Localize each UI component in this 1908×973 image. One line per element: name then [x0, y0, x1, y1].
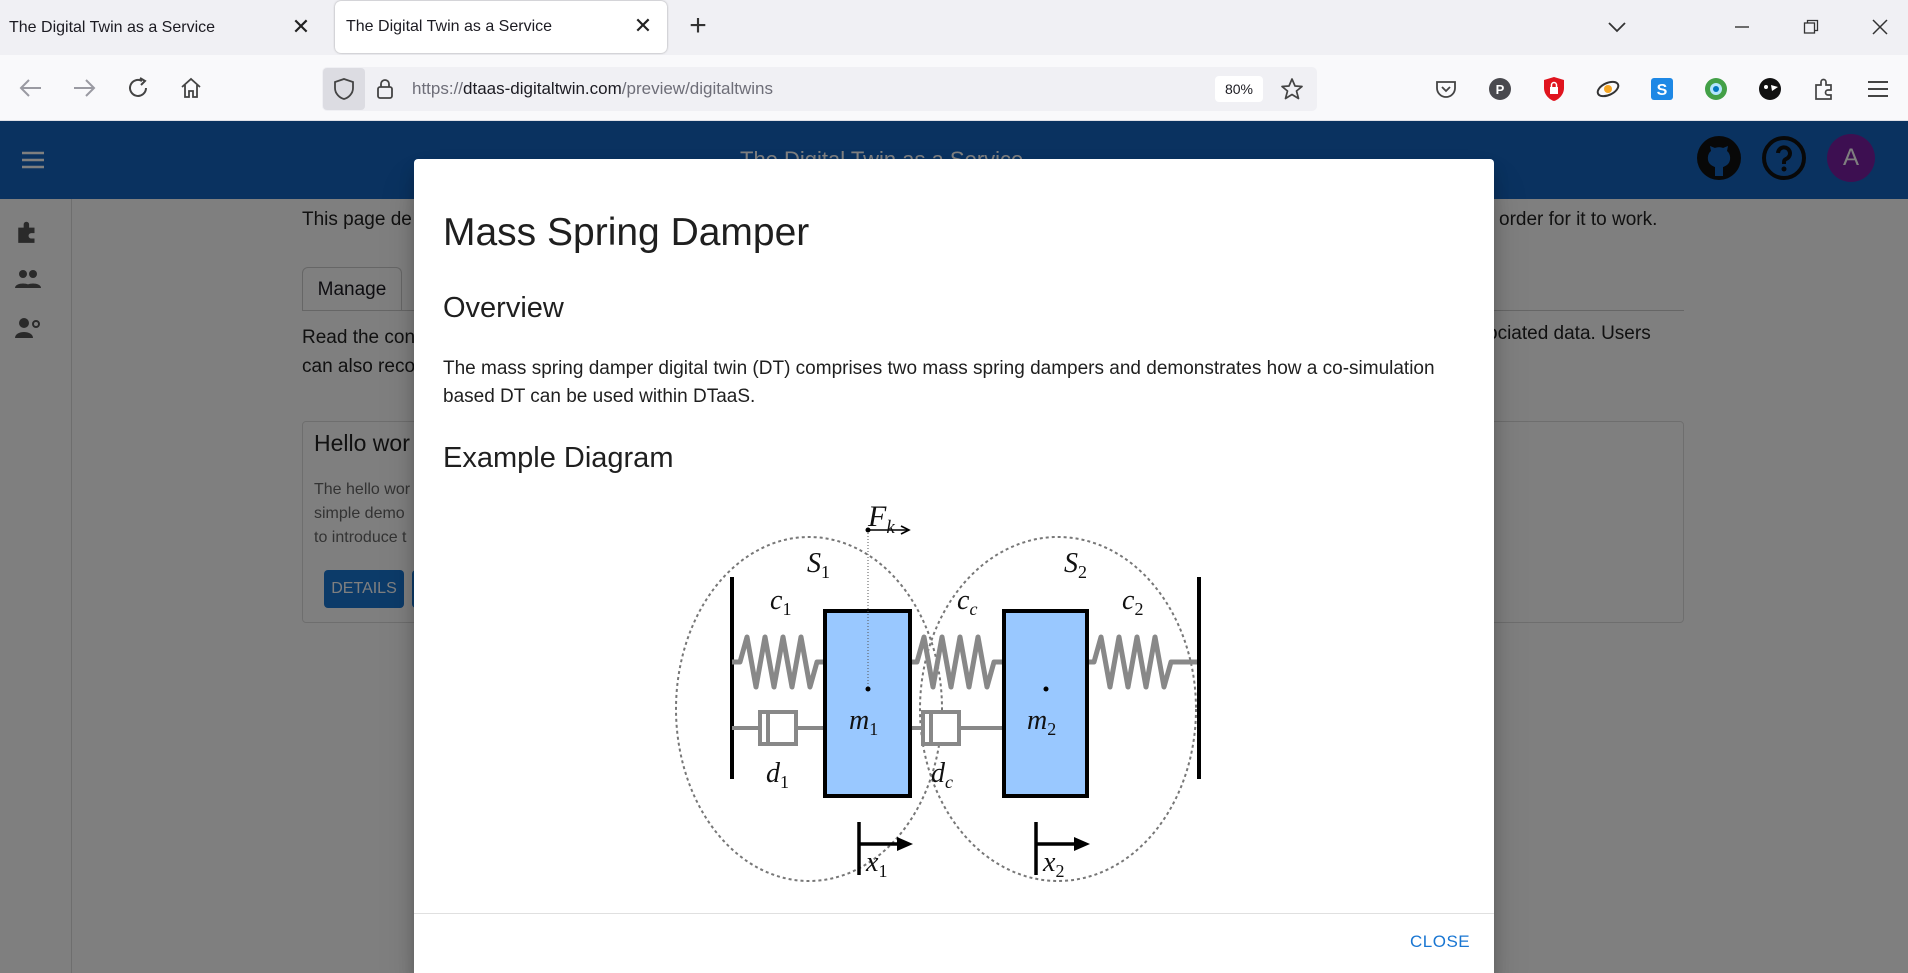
displacement-x2-arrow	[1034, 822, 1090, 875]
close-window-icon[interactable]	[1865, 12, 1895, 42]
browser-tab-2-active[interactable]: The Digital Twin as a Service ✕	[335, 1, 667, 53]
spring-cc	[910, 634, 1004, 690]
pocket-icon[interactable]	[1432, 75, 1460, 103]
force-arrowhead	[900, 525, 911, 535]
damper-d1	[732, 710, 825, 746]
force-origin	[865, 527, 871, 533]
s1-label: S1	[807, 548, 830, 582]
dialog-title: Mass Spring Damper	[443, 211, 810, 254]
globe-extension-icon[interactable]	[1702, 75, 1730, 103]
tab-title: The Digital Twin as a Service	[9, 18, 216, 36]
p-extension-icon[interactable]: P	[1486, 75, 1514, 103]
app-menu-icon[interactable]	[1864, 75, 1892, 103]
mass-m1-center	[865, 686, 871, 692]
url-bar[interactable]: https://dtaas-digitaltwin.com/preview/di…	[322, 67, 1317, 111]
minimize-window-icon[interactable]	[1727, 12, 1757, 42]
browser-tab-bar: The Digital Twin as a Service ✕ The Digi…	[0, 0, 1908, 55]
force-label: Fk	[867, 500, 895, 538]
m2-label: m2	[1027, 705, 1056, 739]
c2-label: c2	[1122, 585, 1143, 619]
url-path: /preview/digitaltwins	[621, 79, 773, 98]
bear-extension-icon[interactable]	[1756, 75, 1784, 103]
subsystem-s1-boundary	[675, 536, 943, 882]
extensions-puzzle-icon[interactable]	[1810, 75, 1838, 103]
s2-label: S2	[1064, 548, 1087, 582]
svg-text:P: P	[1496, 82, 1505, 97]
mass-spring-damper-diagram: Fk S1 S2 c1 cc c2 m1 m2 d1 dc x1 x2	[675, 500, 1201, 882]
browser-tab-1[interactable]: The Digital Twin as a Service ✕	[0, 0, 325, 55]
close-tab-icon[interactable]: ✕	[291, 14, 311, 39]
lock-icon[interactable]	[372, 76, 398, 102]
s-extension-icon[interactable]: S	[1648, 75, 1676, 103]
x1-label: x1	[865, 847, 887, 881]
restore-window-icon[interactable]	[1796, 12, 1826, 42]
damper-dc	[910, 710, 1004, 746]
zoom-level-badge[interactable]: 80%	[1215, 76, 1263, 102]
m1-label: m1	[849, 705, 878, 739]
spring-c2	[1087, 634, 1197, 690]
example-diagram-heading: Example Diagram	[443, 442, 674, 474]
dc-label: dc	[931, 758, 953, 792]
home-icon[interactable]	[176, 73, 206, 103]
spring-c1	[732, 634, 825, 690]
overview-text: The mass spring damper digital twin (DT)…	[443, 358, 1435, 407]
cc-label: cc	[957, 585, 977, 619]
back-arrow-icon[interactable]	[16, 73, 46, 103]
subsystem-s2-boundary	[919, 536, 1197, 882]
displacement-x1-arrow	[857, 822, 913, 875]
bookmark-star-icon[interactable]	[1277, 74, 1307, 104]
url-domain: dtaas-digitaltwin.com	[463, 79, 622, 98]
close-button[interactable]: CLOSE	[1410, 932, 1471, 951]
mass-m2-center	[1043, 686, 1049, 692]
details-dialog: Mass Spring Damper Overview The mass spr…	[414, 159, 1494, 973]
reload-icon[interactable]	[123, 73, 153, 103]
mass-m2	[1002, 609, 1089, 798]
overview-heading: Overview	[443, 292, 564, 324]
c1-label: c1	[770, 585, 791, 619]
d1-label: d1	[766, 758, 789, 792]
shield-extension-icon[interactable]	[1540, 75, 1568, 103]
rocket-extension-icon[interactable]	[1594, 75, 1622, 103]
new-tab-button[interactable]: +	[689, 9, 707, 42]
forward-arrow-icon[interactable]	[69, 73, 99, 103]
close-tab-icon[interactable]: ✕	[633, 13, 653, 38]
list-all-tabs-icon[interactable]	[1602, 12, 1632, 42]
url-text[interactable]: https://dtaas-digitaltwin.com/preview/di…	[412, 79, 773, 99]
tracking-protection-shield-icon[interactable]	[323, 68, 365, 110]
tab-title: The Digital Twin as a Service	[346, 18, 553, 35]
x2-label: x2	[1042, 847, 1064, 881]
url-prefix: https://	[412, 79, 464, 98]
browser-nav-bar: https://dtaas-digitaltwin.com/preview/di…	[0, 55, 1908, 121]
dialog-footer: CLOSE	[414, 913, 1494, 973]
svg-text:S: S	[1657, 82, 1668, 99]
dialog-body[interactable]: Mass Spring Damper Overview The mass spr…	[414, 159, 1494, 913]
